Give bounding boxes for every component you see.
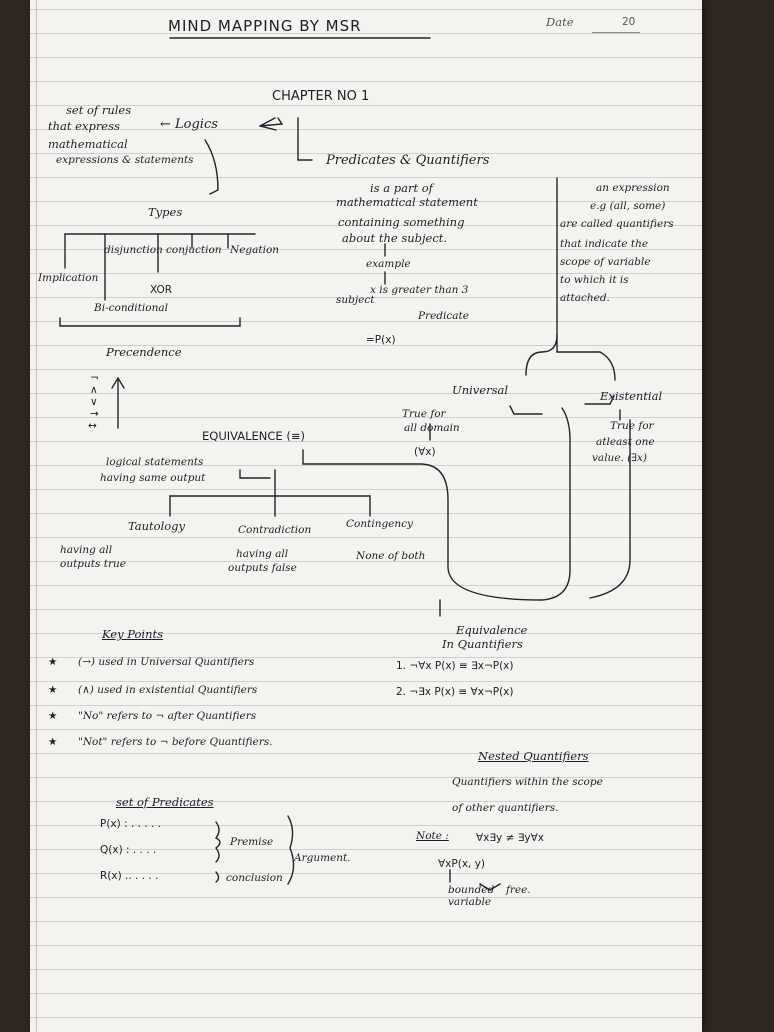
equivalence-desc-1: logical statements xyxy=(106,456,204,468)
quant-rule-2: 2. ¬∃x P(x) ≡ ∀x¬P(x) xyxy=(396,686,514,698)
date-line xyxy=(592,20,640,33)
existential-label: Existential xyxy=(600,389,663,403)
quantifiers-def-1: an expression xyxy=(596,182,670,194)
equivalence-desc-2: having same output xyxy=(100,472,206,484)
argument-label: Argument. xyxy=(294,852,351,864)
universal-desc-2: all domain xyxy=(404,422,460,434)
universal-desc-1: True for xyxy=(402,408,446,420)
predicates-def-4: about the subject. xyxy=(342,231,448,245)
premise-label: Premise xyxy=(230,836,274,848)
key-point-3: "No" refers to ¬ after Quantifiers xyxy=(78,710,257,722)
key-points-title: Key Points xyxy=(102,627,164,641)
conclusion-label: conclusion xyxy=(226,872,283,884)
contradiction-desc-1: having all xyxy=(236,548,289,560)
negation-label: Negation xyxy=(230,244,280,256)
precedence-symbol-3: ∨ xyxy=(90,396,98,408)
equivalence-heading: EQUIVALENCE (≡) xyxy=(202,429,305,443)
example-text: x is greater than 3 xyxy=(370,284,469,296)
nested-desc-1: Quantifiers within the scope xyxy=(452,776,603,788)
logics-def-2: that express xyxy=(48,119,120,133)
quantifiers-def-3: are called quantifiers xyxy=(560,218,674,230)
predicates-heading: Predicates & Quantifiers xyxy=(326,153,490,168)
conjunction-label: conjuction xyxy=(166,244,222,256)
contingency-label: Contingency xyxy=(346,518,413,530)
implication-label: Implication xyxy=(38,272,99,284)
note-text: ∀x∃y ≠ ∃y∀x xyxy=(476,832,544,844)
margin-line xyxy=(36,0,37,1032)
key-point-bullet-1: ★ xyxy=(48,656,58,668)
contradiction-desc-2: outputs false xyxy=(228,562,297,574)
universal-symbol: (∀x) xyxy=(414,446,436,458)
predicate-line-1: P(x) : . . . . . xyxy=(100,818,161,830)
bounded-label-2: variable xyxy=(448,896,492,908)
precedence-symbol-1: ¬ xyxy=(90,372,99,384)
subject-label: subject xyxy=(336,294,375,306)
predicate-line-2: Q(x) : . . . . xyxy=(100,844,157,856)
precedence-symbol-5: ↔ xyxy=(88,420,97,432)
disjunction-label: disjunction xyxy=(104,244,163,256)
nested-title: Nested Quantifiers xyxy=(478,749,589,763)
predicate-line-3: R(x) .. . . . . xyxy=(100,870,159,882)
biconditional-label: Bi-conditional xyxy=(94,302,168,314)
tautology-label: Tautology xyxy=(128,519,186,533)
logics-def-1: set of rules xyxy=(66,103,132,117)
quantifiers-def-5: scope of variable xyxy=(560,256,651,268)
mind-map-connectors xyxy=(59,37,631,891)
existential-desc-1: True for xyxy=(610,420,654,432)
page-title: MIND MAPPING BY MSR xyxy=(168,17,362,35)
universal-label: Universal xyxy=(452,383,509,397)
predicates-def-3: containing something xyxy=(338,215,465,229)
key-point-4: "Not" refers to ¬ before Quantifiers. xyxy=(78,736,273,748)
date-year: 20 xyxy=(622,16,636,28)
note-label: Note : xyxy=(416,830,449,842)
key-point-1: (→) used in Universal Quantifiers xyxy=(78,656,255,668)
key-point-bullet-4: ★ xyxy=(48,736,58,748)
predicate-formula: =P(x) xyxy=(366,334,396,346)
quant-rule-1: 1. ¬∀x P(x) ≡ ∃x¬P(x) xyxy=(396,660,514,672)
precedence-label: Precendence xyxy=(106,345,182,359)
example-label: example xyxy=(366,258,411,270)
precedence-symbol-2: ∧ xyxy=(90,384,98,396)
xor-label: XOR xyxy=(150,284,173,296)
predicates-def-2: mathematical statement xyxy=(336,195,478,209)
nested-desc-2: of other quantifiers. xyxy=(452,802,559,814)
logics-label: ← Logics xyxy=(160,117,218,132)
quant-equivalence-label2: In Quantifiers xyxy=(442,637,523,651)
precedence-symbol-4: → xyxy=(90,408,99,420)
key-point-2: (∧) used in existential Quantifiers xyxy=(78,684,258,696)
types-label: Types xyxy=(148,205,183,219)
predicates-set-title: set of Predicates xyxy=(116,795,214,809)
tautology-desc-2: outputs true xyxy=(60,558,126,570)
contradiction-label: Contradiction xyxy=(238,524,312,536)
quantifiers-def-4: that indicate the xyxy=(560,238,649,250)
quantifiers-def-7: attached. xyxy=(560,292,610,304)
tautology-desc-1: having all xyxy=(60,544,113,556)
free-label: free. xyxy=(506,884,531,896)
quantifiers-def-2: e.g (all, some) xyxy=(590,200,666,212)
predicate-label: Predicate xyxy=(418,310,469,322)
logics-def-4: expressions & statements xyxy=(56,154,194,166)
existential-desc-3: value. (∃x) xyxy=(592,452,648,464)
quantifiers-def-6: to which it is xyxy=(560,274,629,286)
quant-equivalence-label: Equivalence xyxy=(456,623,528,637)
key-point-bullet-3: ★ xyxy=(48,710,58,722)
key-point-bullet-2: ★ xyxy=(48,684,58,696)
nested-example: ∀xP(x, y) xyxy=(438,858,486,870)
notebook-page: MIND MAPPING BY MSR Date 20 CHAPTER NO 1… xyxy=(30,0,702,1032)
logics-def-3: mathematical xyxy=(48,137,128,151)
date-label: Date xyxy=(546,15,574,29)
contingency-desc: None of both xyxy=(356,550,426,562)
chapter-heading: CHAPTER NO 1 xyxy=(272,89,370,104)
existential-desc-2: atleast one xyxy=(596,436,655,448)
bounded-label-1: bounded xyxy=(448,884,495,896)
predicates-def-1: is a part of xyxy=(370,181,433,195)
